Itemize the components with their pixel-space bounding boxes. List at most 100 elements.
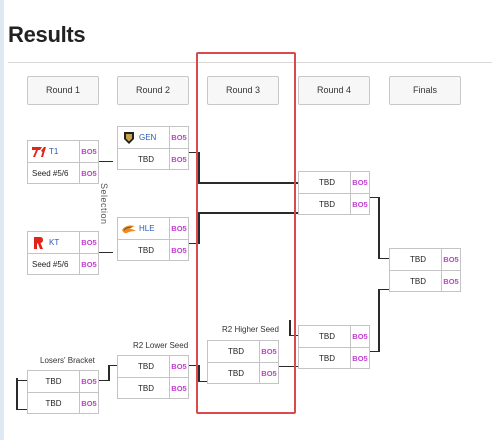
team-name[interactable]: HLE [139,224,155,233]
round-header-finals[interactable]: Finals [389,76,461,105]
team-row[interactable]: Seed #5/6 BO5 [28,253,98,274]
match-finals[interactable]: TBD BO5 TBD BO5 [389,248,461,292]
team-name: TBD [138,383,154,393]
team-name: Seed #5/6 [32,168,69,178]
connector-line [99,380,109,381]
connector-line [189,152,198,153]
connector-line [289,335,298,336]
match-r2-2[interactable]: HLE BO5 TBD BO5 [117,217,189,261]
round-header-4[interactable]: Round 4 [298,76,370,105]
gen-logo-icon [124,131,134,144]
team-cell[interactable]: GEN [118,131,169,144]
team-name: TBD [228,347,244,356]
connector-line [108,365,117,366]
best-of-label: BO5 [79,371,98,392]
team-name: TBD [138,362,154,371]
best-of-label: BO5 [441,249,460,270]
best-of-label: BO5 [79,393,98,413]
round-header-1[interactable]: Round 1 [27,76,99,105]
match-losers-bracket[interactable]: TBD BO5 TBD BO5 [27,370,99,414]
team-row[interactable]: TBD BO5 [390,249,460,270]
team-name: TBD [410,276,426,286]
match-r3-1[interactable]: TBD BO5 TBD BO5 [207,340,279,384]
team-row[interactable]: HLE BO5 [118,218,188,239]
team-name: TBD [138,154,154,164]
connector-line [99,252,113,253]
best-of-label: BO5 [79,254,98,274]
best-of-label: BO5 [259,363,278,383]
best-of-label: BO5 [350,348,369,368]
connector-line [279,366,298,367]
team-name: TBD [45,377,62,386]
match-r4-1[interactable]: TBD BO5 TBD BO5 [298,171,370,215]
team-row[interactable]: TBD BO5 [28,392,98,413]
team-row[interactable]: KT BO5 [28,232,98,253]
team-row[interactable]: TBD BO5 [118,239,188,260]
match-r4-2[interactable]: TBD BO5 TBD BO5 [298,325,370,369]
connector-line [198,212,200,244]
selection-label: Selection [99,183,109,225]
connector-line [198,182,298,184]
connector-line [289,320,291,336]
best-of-label: BO5 [169,378,188,398]
connector-line [370,351,379,352]
best-of-label: BO5 [79,163,98,183]
best-of-label: BO5 [79,141,98,162]
team-row[interactable]: TBD BO5 [390,270,460,291]
team-name[interactable]: T1 [49,147,59,156]
r2-higher-seed-label: R2 Higher Seed [222,325,279,334]
team-row[interactable]: TBD BO5 [118,356,188,377]
best-of-label: BO5 [169,149,188,169]
best-of-label: BO5 [350,172,369,193]
connector-line [198,381,207,382]
team-name: TBD [138,245,154,255]
team-row[interactable]: GEN BO5 [118,127,188,148]
match-r2-lower-seed[interactable]: TBD BO5 TBD BO5 [117,355,189,399]
team-name: TBD [319,199,335,209]
team-name: TBD [319,332,335,341]
best-of-label: BO5 [169,240,188,260]
team-row[interactable]: TBD BO5 [299,326,369,347]
team-row[interactable]: TBD BO5 [208,362,278,383]
connector-line [378,197,380,259]
connector-line [108,365,110,381]
team-cell[interactable]: T1 [28,146,79,158]
team-name: TBD [319,178,335,187]
team-row[interactable]: TBD BO5 [118,377,188,398]
connector-line [16,380,27,381]
connector-line [370,197,379,198]
team-row[interactable]: TBD BO5 [28,371,98,392]
team-row[interactable]: TBD BO5 [299,172,369,193]
team-row[interactable]: TBD BO5 [299,193,369,214]
round-header-3[interactable]: Round 3 [207,76,279,105]
best-of-label: BO5 [169,127,188,148]
team-row[interactable]: Seed #5/6 BO5 [28,162,98,183]
connector-line [378,258,389,259]
best-of-label: BO5 [441,271,460,291]
team-name: Seed #5/6 [32,259,69,269]
match-r1-1[interactable]: T1 BO5 Seed #5/6 BO5 [27,140,99,184]
match-r2-1[interactable]: GEN BO5 TBD BO5 [117,126,189,170]
best-of-label: BO5 [350,326,369,347]
team-cell[interactable]: KT [28,236,79,249]
team-row[interactable]: TBD BO5 [299,347,369,368]
team-name: TBD [228,368,244,378]
team-name[interactable]: KT [49,238,60,247]
connector-line [189,365,198,366]
team-name[interactable]: GEN [139,133,157,142]
left-accent-rule [0,0,4,440]
team-row[interactable]: T1 BO5 [28,141,98,162]
team-cell[interactable]: HLE [118,223,169,235]
hle-logo-icon [122,225,136,233]
connector-line [198,152,200,183]
team-row[interactable]: TBD BO5 [118,148,188,169]
losers-bracket-label: Losers' Bracket [40,356,95,365]
round-3-highlight-frame [196,52,296,414]
match-r1-2[interactable]: KT BO5 Seed #5/6 BO5 [27,231,99,275]
best-of-label: BO5 [169,218,188,239]
title-divider [8,62,492,63]
team-row[interactable]: TBD BO5 [208,341,278,362]
connector-line [189,243,198,244]
t1-logo-icon [32,146,46,157]
round-header-2[interactable]: Round 2 [117,76,189,105]
